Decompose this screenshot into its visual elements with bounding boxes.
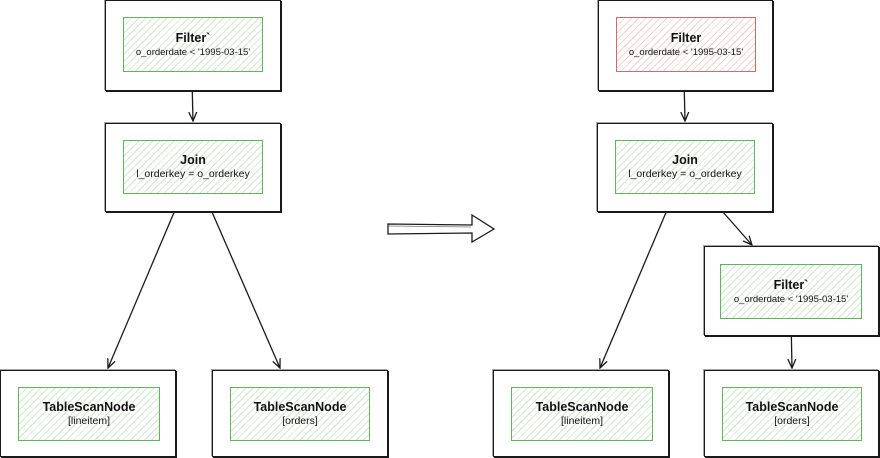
right-join-node: Join l_orderkey = o_orderkey [597,123,773,212]
right-scan-orders-highlight: TableScanNode [orders] [722,387,862,441]
right-filter-pushed-highlight: Filter` o_orderdate < '1995-03-15' [720,264,862,319]
right-scan-lineitem-title: TableScanNode [535,400,629,414]
right-scan-lineitem-table: [lineitem] [560,415,603,427]
right-filter-pushed-title: Filter` [773,277,809,292]
right-scan-orders-title: TableScanNode [745,400,839,414]
right-join-title: Join [672,153,698,167]
edge-right-join-to-lineitem [600,195,674,368]
left-filter-predicate: o_orderdate < '1995-03-15' [135,46,251,58]
left-join-node: Join l_orderkey = o_orderkey [105,123,281,212]
right-scan-lineitem-highlight: TableScanNode [lineitem] [511,387,653,441]
right-filter-removed-predicate: o_orderdate < '1995-03-15' [628,46,744,58]
left-scan-lineitem-highlight: TableScanNode [lineitem] [18,387,160,441]
left-filter-highlight: Filter` o_orderdate < '1995-03-15' [123,17,263,72]
left-scan-lineitem-title: TableScanNode [42,400,136,414]
right-scan-orders-node: TableScanNode [orders] [704,370,879,457]
left-join-predicate: l_orderkey = o_orderkey [136,168,250,180]
right-filter-removed-title: Filter [670,30,702,45]
left-scan-orders-node: TableScanNode [orders] [212,370,388,457]
left-scan-lineitem-table: [lineitem] [67,415,110,427]
right-filter-pushed-predicate: o_orderdate < '1995-03-15' [733,293,849,305]
right-join-highlight: Join l_orderkey = o_orderkey [615,140,755,194]
right-join-predicate: l_orderkey = o_orderkey [628,168,742,180]
left-scan-orders-title: TableScanNode [253,400,347,414]
transform-arrow-icon [387,213,496,244]
left-join-title: Join [180,153,206,167]
transform-arrow-sketch-line [388,225,472,228]
right-filter-pushed-node: Filter` o_orderdate < '1995-03-15' [704,246,879,336]
edge-left-join-to-lineitem [108,195,182,368]
left-join-highlight: Join l_orderkey = o_orderkey [123,140,263,194]
left-scan-orders-highlight: TableScanNode [orders] [230,387,370,441]
left-filter-title: Filter` [175,30,211,45]
left-scan-lineitem-node: TableScanNode [lineitem] [0,370,176,457]
right-scan-orders-table: [orders] [774,415,810,427]
right-filter-removed-node: Filter o_orderdate < '1995-03-15' [598,0,773,91]
edge-left-join-to-orders [204,195,280,368]
right-filter-removed-highlight: Filter o_orderdate < '1995-03-15' [616,17,756,72]
left-scan-orders-table: [orders] [282,415,318,427]
right-scan-lineitem-node: TableScanNode [lineitem] [493,370,669,457]
left-filter-node: Filter` o_orderdate < '1995-03-15' [105,0,281,91]
